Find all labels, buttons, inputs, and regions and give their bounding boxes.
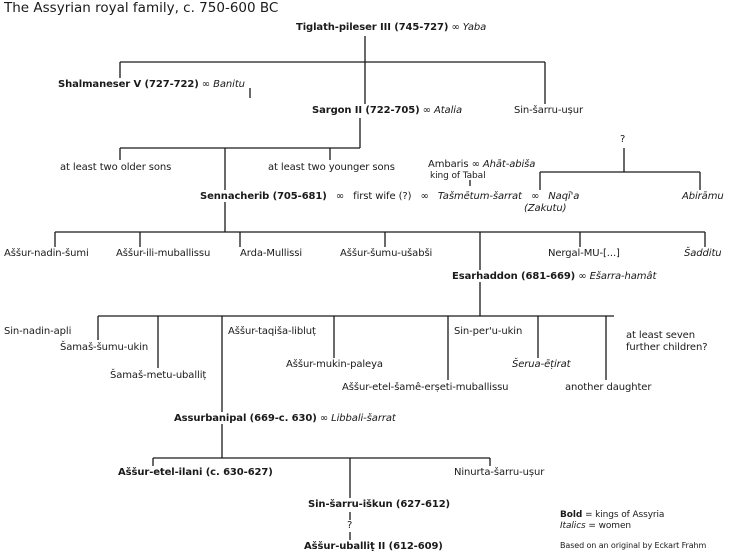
- legend-key: Italics: [560, 521, 586, 531]
- further-children-line: further children?: [626, 342, 708, 353]
- king-name: Assurbanipal (669-c. 630): [174, 413, 317, 424]
- node-abirami: Abirāmu: [682, 191, 724, 202]
- ambaris-note: king of Tabal: [430, 171, 486, 181]
- unknown-parent-marker: ?: [620, 134, 626, 145]
- node-assur-taqisa-liblut: Aššur-taqiša-libluṭ: [228, 326, 316, 337]
- node-serua-etirat: Šerua-ēṭirat: [512, 359, 571, 370]
- node-assur-ili-muballissu: Aššur-ili-muballissu: [116, 248, 211, 259]
- node-further-children: at least seven further children?: [626, 330, 708, 354]
- spouse-name: Ešarra-hamât: [589, 271, 657, 282]
- legend-text: = women: [588, 521, 631, 531]
- marriage-symbol: ∞: [201, 79, 211, 90]
- further-children-line: at least seven: [626, 330, 695, 341]
- legend-italic: Italics = women: [560, 521, 631, 531]
- node-nergal-mu: Nergal-MU-[...]: [548, 248, 620, 259]
- spouse-name: Atalia: [434, 105, 462, 116]
- node-assur-uballit: Aššur-uballiṭ II (612-609): [304, 541, 443, 552]
- node-esarhaddon: Esarhaddon (681-669) ∞ Ešarra-hamât: [452, 271, 656, 283]
- marriage-symbol: ∞: [319, 413, 329, 424]
- node-younger-sons: at least two younger sons: [268, 162, 395, 173]
- node-assur-etel-same: Aššur-etel-šamê-erṣeti-muballissu: [342, 382, 509, 393]
- spouse-name: Tašmētum-šarrat: [437, 191, 522, 202]
- marriage-symbol: ∞: [451, 22, 460, 33]
- marriage-symbol: ∞: [530, 191, 540, 202]
- legend-key: Bold: [560, 510, 583, 520]
- king-name: Tiglath-pileser III (745-727): [296, 22, 449, 33]
- uncertain-link-marker: ?: [347, 520, 353, 531]
- node-another-daughter: another daughter: [565, 382, 652, 393]
- node-shalmaneser: Shalmaneser V (727-722) ∞ Banitu: [58, 79, 245, 91]
- marriage-symbol: ∞: [335, 191, 345, 202]
- node-assurbanipal: Assurbanipal (669-c. 630) ∞ Libbali-šarr…: [174, 413, 396, 425]
- marriage-symbol: ∞: [578, 271, 587, 282]
- spouse-name: first wife (?): [353, 191, 412, 202]
- node-ninurta-sarru-usur: Ninurta-šarru-uṣur: [454, 467, 545, 478]
- node-sin-nadin-apli: Sin-nadin-apli: [4, 326, 72, 337]
- node-sennacherib: Sennacherib (705-681) ∞ first wife (?) ∞…: [200, 191, 579, 203]
- node-sin-sarru-usur: Sin-šarru-uṣur: [514, 105, 584, 116]
- spouse-name: Yaba: [462, 22, 487, 33]
- node-samas-metu-uballit: Šamaš-metu-uballiṭ: [110, 370, 207, 381]
- marriage-symbol: ∞: [471, 159, 480, 170]
- node-sin-sarru-iskun: Sin-šarru-iškun (627-612): [308, 499, 451, 510]
- node-tiglath-pileser: Tiglath-pileser III (745-727) ∞ Yaba: [296, 22, 486, 34]
- person-name: Ambaris: [428, 159, 469, 170]
- spouse-name: Banitu: [213, 79, 245, 90]
- legend-bold: Bold = kings of Assyria: [560, 510, 664, 520]
- king-name: Sennacherib (705-681): [200, 191, 327, 202]
- king-name: Sargon II (722-705): [312, 105, 420, 116]
- node-samas-sumu-ukin: Šamaš-šumu-ukin: [60, 342, 149, 353]
- spouse-name: Libbali-šarrat: [331, 413, 396, 424]
- king-name: Esarhaddon (681-669): [452, 271, 576, 282]
- node-assur-nadin-sumi: Aššur-nadin-šumi: [4, 248, 89, 259]
- node-sargon: Sargon II (722-705) ∞ Atalia: [312, 105, 462, 117]
- node-sin-peru-ukin: Sin-per'u-ukin: [454, 326, 523, 337]
- page-title: The Assyrian royal family, c. 750-600 BC: [4, 0, 279, 16]
- marriage-symbol: ∞: [420, 191, 429, 202]
- node-arda-mullissi: Arda-Mullissi: [240, 248, 303, 259]
- credit-note: Based on an original by Eckart Frahm: [560, 541, 707, 550]
- naqia-alias: (Zakutu): [524, 203, 567, 214]
- node-ambaris: Ambaris ∞ Ahāt-abiša: [428, 159, 535, 171]
- legend-text: = kings of Assyria: [584, 510, 665, 520]
- spouse-name: Naqī'a: [548, 191, 580, 202]
- node-assur-etel-ilani: Aššur-etel-ilani (c. 630-627): [118, 467, 273, 478]
- node-saditu: Šadditu: [684, 248, 722, 259]
- spouse-name: Ahāt-abiša: [482, 159, 536, 170]
- node-assur-mukin-paleya: Aššur-mukin-paleya: [286, 359, 383, 370]
- marriage-symbol: ∞: [422, 105, 431, 116]
- node-assur-sumu-usabsi: Aššur-šumu-ušabši: [340, 248, 433, 259]
- node-older-sons: at least two older sons: [60, 162, 172, 173]
- king-name: Shalmaneser V (727-722): [58, 79, 199, 90]
